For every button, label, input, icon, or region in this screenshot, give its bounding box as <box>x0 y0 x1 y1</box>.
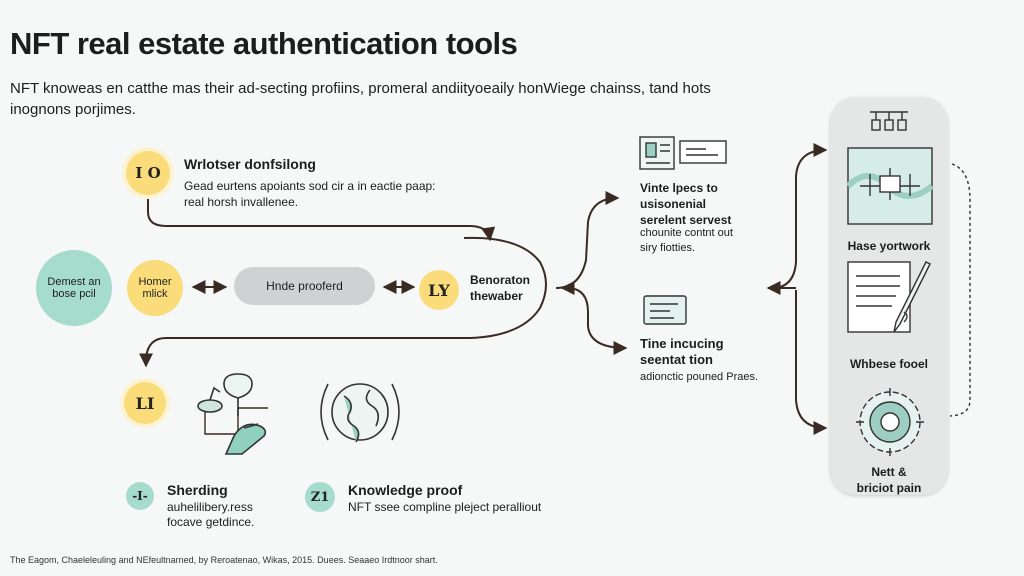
middle-top-body-1: chounite contnt out <box>640 227 733 239</box>
panel-item-3-label-1: Nett & <box>871 465 907 479</box>
hand-scale-icon <box>197 373 267 455</box>
middle-bottom-heading-1: Tine incucing <box>640 336 724 351</box>
sharding-body-2: focave getdince. <box>167 515 255 529</box>
sharding-badge: -I- <box>126 482 154 510</box>
proof-pill-label: Hnde prooferd <box>266 279 343 293</box>
sharding-body-1: auhelilibery.ress <box>167 500 253 514</box>
knowledge-body-1: NFT ssee compline pleject peralliout <box>348 500 542 514</box>
proof-pill: Hnde prooferd <box>234 267 375 305</box>
middle-top-body: chounite contnt out siry fiotties. <box>640 226 733 256</box>
blueprint-map-icon <box>846 147 934 225</box>
middle-bottom-body-1: adionctic pouned Praes. <box>640 371 759 383</box>
panel-item-3-label: Nett & briciot pain <box>830 464 948 496</box>
start-node-label-2: bose pcil <box>52 288 96 300</box>
middle-top-heading-2: usisonenial <box>640 197 707 211</box>
right-node-badge: LY <box>419 270 459 310</box>
panel-item-2-label: Whbese fooel <box>849 357 928 371</box>
homer-node-label-2: mlick <box>142 288 168 300</box>
lower-step-badge: LI <box>124 382 166 424</box>
right-node-label: Benoraton thewaber <box>470 272 530 304</box>
flow-top-arrow <box>147 196 496 242</box>
middle-top-body-2: siry fiotties. <box>640 242 696 254</box>
branch-to-middle-low <box>569 287 628 355</box>
middle-top-heading-1: Vinte lpecs to <box>640 181 718 195</box>
start-node: Demest an bose pcil <box>36 250 112 326</box>
footer-caption: The Eagom, Chaeleleuling and NEfeultnarn… <box>10 555 438 565</box>
panel-item-1-label: Hase yortwork <box>847 239 931 253</box>
middle-top-heading: Vinte lpecs to usisonenial serelent serv… <box>640 180 731 228</box>
top-step-body-1: Gead eurtens apoiants sod cir a in eacti… <box>184 179 436 193</box>
right-node-label-1: Benoraton <box>470 273 530 287</box>
middle-bottom-heading-2: seentat tion <box>640 352 713 367</box>
subtitle-line-2: inognons porjimes. <box>10 101 136 118</box>
flow-loop-arc <box>139 236 547 368</box>
branch-to-middle <box>555 191 620 289</box>
globe-hands-icon <box>320 383 400 443</box>
panel-item-3-label-2: briciot pain <box>856 481 922 495</box>
middle-bottom-heading: Tine incucing seentat tion <box>640 336 724 368</box>
card-ticket-icon <box>643 295 687 325</box>
middle-top-heading-3: serelent servest <box>640 213 732 227</box>
document-card-icon <box>639 136 727 170</box>
top-step-heading: Wrlotser donfsilong <box>184 156 316 172</box>
gear-seal-icon <box>856 388 924 456</box>
panel-dotted-connector <box>949 163 971 417</box>
branch-to-panel-bottom <box>795 290 828 435</box>
page-title: NFT real estate authentication tools <box>10 26 518 61</box>
subtitle-line-1: NFT knoweas en catthe mas their ad-secti… <box>10 80 711 97</box>
start-node-label-1: Demest an <box>47 276 101 288</box>
document-pen-icon <box>847 261 931 333</box>
branch-to-panel-top <box>771 143 828 289</box>
top-step-body-2: real horsh invallenee. <box>184 195 299 209</box>
knowledge-badge: Z1 <box>305 482 335 512</box>
knowledge-heading: Knowledge proof <box>348 482 463 498</box>
balance-hanging-icon <box>870 111 908 131</box>
step-badge-top: I O <box>126 151 170 195</box>
right-node-label-2: thewaber <box>470 289 523 303</box>
homer-node: Homer mlick <box>127 260 183 316</box>
homer-node-label-1: Homer <box>138 276 172 288</box>
sharding-heading: Sherding <box>167 482 228 498</box>
